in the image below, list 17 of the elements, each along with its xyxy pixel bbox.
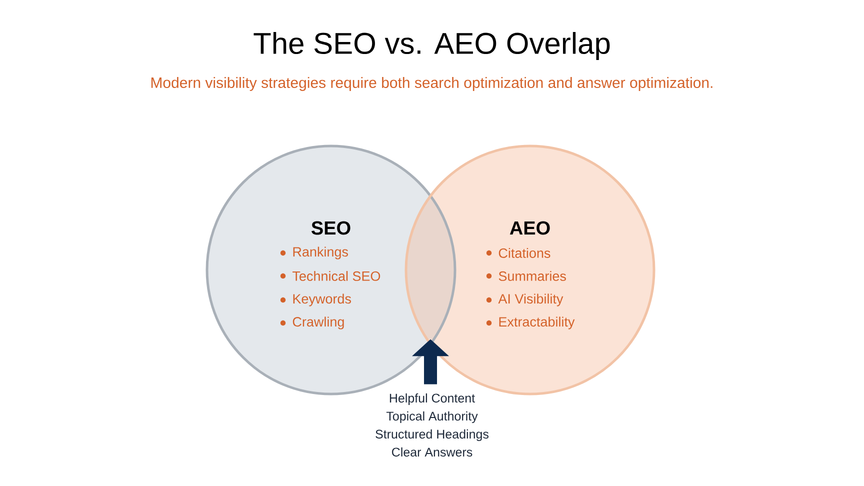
list-item: Topical Authority — [386, 411, 478, 424]
list-item: Keywords — [293, 294, 351, 306]
list-item: Extractability — [499, 316, 575, 330]
list-item: AI Visibility — [498, 294, 564, 306]
list-item: Technical SEO — [292, 271, 380, 281]
title: The SEO vs. AEO Overlap — [254, 32, 610, 60]
list-item: Summaries — [498, 271, 566, 281]
list-item: Structured Headings — [376, 429, 488, 442]
overlap-region — [406, 196, 455, 339]
list-item: Citations — [498, 248, 550, 258]
list-item: Helpful Content — [390, 393, 475, 406]
circle-heading: SEO — [312, 221, 350, 235]
list-item: Crawling — [292, 316, 344, 330]
list-item: Rankings — [293, 246, 348, 260]
list-item: Clear Answers — [392, 447, 472, 457]
subtitle: Modern visibility strategies require both search optimization and answer optimization. — [151, 77, 712, 91]
circle-heading: AEO — [510, 221, 550, 235]
